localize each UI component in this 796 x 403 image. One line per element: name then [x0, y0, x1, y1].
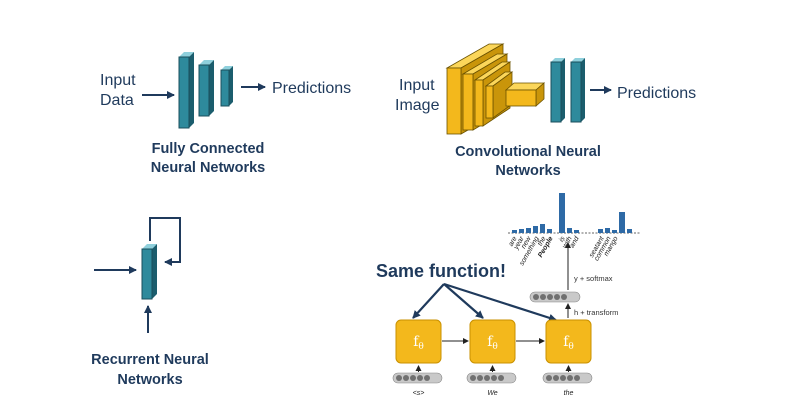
vocab-label: are [508, 235, 519, 247]
cnn-input-label-2: Image [395, 97, 440, 114]
fc-input-label-2: Data [100, 92, 134, 109]
cnn-caption-2: Networks [495, 163, 560, 179]
transform-label: h + transform [574, 308, 618, 317]
fc-caption-1: Fully Connected [152, 141, 265, 157]
fc-layer-2 [198, 60, 214, 117]
cnn-fc-layer-1 [550, 58, 565, 123]
cnn-output-label: Predictions [617, 85, 696, 102]
rnn-cell: fθ the [542, 319, 593, 397]
vocab-bar [540, 224, 545, 233]
rnn-layer [141, 244, 157, 300]
fc-layer-3 [220, 66, 233, 107]
vocab-label: is [558, 235, 567, 243]
rnn-cell: fθ <s> [392, 319, 443, 397]
fc-panel: Input Data Predictions Fully Connected N… [100, 52, 351, 176]
input-token-label: We [487, 390, 497, 397]
vocab-bar [605, 228, 610, 233]
vocab-bar [598, 229, 603, 233]
input-vector [542, 372, 593, 384]
input-token-label: <s> [413, 390, 425, 397]
rnn-recurrent-loop-arrow [149, 217, 181, 266]
rnn-caption-1: Recurrent Neural [91, 352, 209, 368]
vocab-label: the [537, 235, 548, 247]
fc-caption-2: Neural Networks [151, 160, 265, 176]
input-vector [392, 372, 443, 384]
rnn-panel: Recurrent Neural Networks [91, 217, 209, 388]
vocab-bar [619, 212, 625, 233]
vocab-bar [512, 230, 517, 233]
vocab-bar [533, 226, 538, 233]
softmax-label: y + softmax [574, 274, 613, 283]
vocab-bar [574, 230, 579, 233]
rnn-caption-2: Networks [117, 372, 182, 388]
vocab-bar [547, 229, 552, 233]
output-vector [529, 291, 581, 303]
vocab-label: and [569, 235, 581, 250]
vocab-bar [567, 228, 572, 233]
cnn-panel: Input Image [395, 43, 696, 179]
cnn-fc-layer-2 [570, 58, 585, 123]
vocab-bar [559, 193, 565, 233]
cnn-feature-block [445, 43, 546, 135]
cell-function-label: fθ [563, 334, 574, 352]
vocab-bar [526, 228, 531, 233]
input-vector [466, 372, 517, 384]
fc-output-label: Predictions [272, 80, 351, 97]
cnn-input-label-1: Input [399, 77, 435, 94]
cell-function-label: fθ [413, 334, 424, 352]
input-token-label: the [564, 390, 574, 397]
fc-layer-1 [178, 52, 194, 129]
same-function-label: Same function! [376, 261, 506, 281]
vocab-bar [627, 229, 632, 233]
vocab-bar [519, 229, 524, 233]
cnn-caption-1: Convolutional Neural [455, 144, 601, 160]
cell-function-label: fθ [487, 334, 498, 352]
same-function-arrows [412, 282, 557, 322]
vocab-bar [612, 230, 617, 233]
fc-input-label-1: Input [100, 72, 136, 89]
